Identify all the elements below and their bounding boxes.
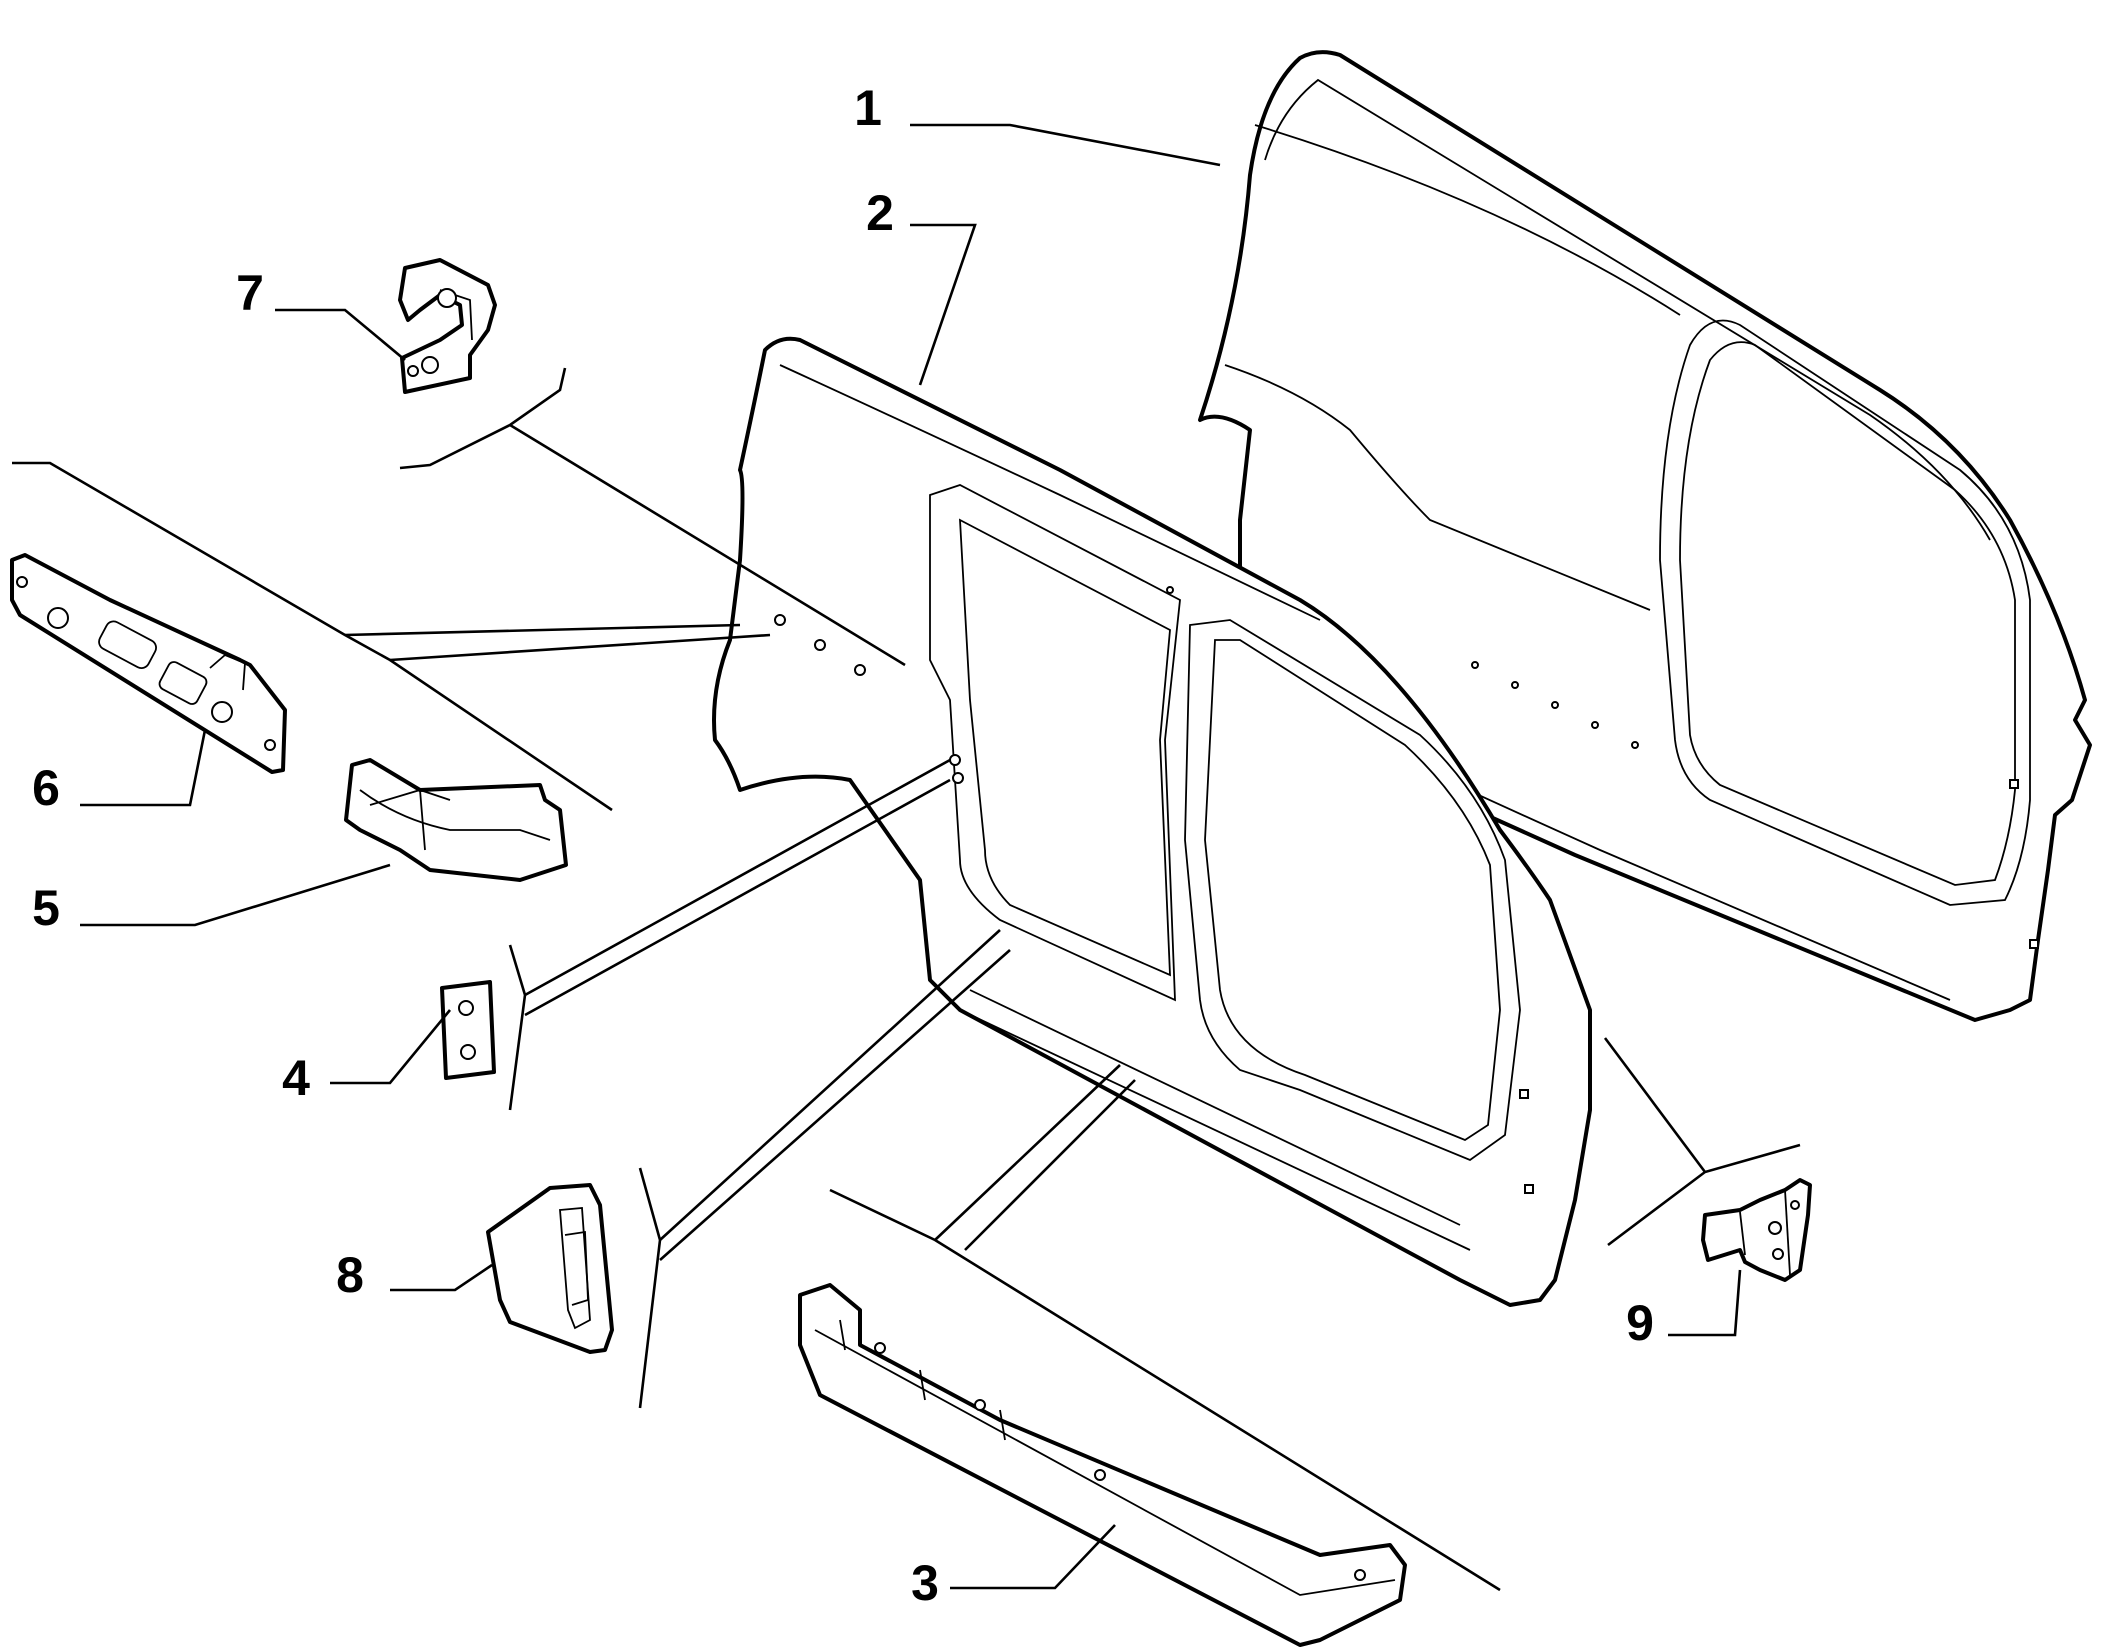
- leader-2: [910, 223, 977, 386]
- leader-5: [80, 863, 391, 927]
- leader-8: [390, 1263, 493, 1292]
- callout-8: 8: [336, 1247, 364, 1303]
- callout-9: 9: [1626, 1295, 1654, 1351]
- callout-6: 6: [32, 760, 60, 816]
- part-1-holes: [1471, 661, 2039, 949]
- part-8-wedge-trim: [486, 1183, 614, 1354]
- leader-8-to-panel-b: [659, 949, 1011, 1261]
- part-4-plate: [440, 980, 496, 1080]
- leader-4-to-panel-b: [524, 778, 951, 1017]
- callout-4: 4: [282, 1050, 310, 1106]
- part-2-inner-side-panel: [712, 336, 1592, 1307]
- leader-6-to-panel-b: [344, 623, 741, 637]
- callout-1: 1: [854, 80, 882, 136]
- part-6-reinforcement: [10, 553, 287, 774]
- part-3-holes: [874, 1342, 1366, 1581]
- callout-7: 7: [236, 265, 264, 321]
- callout-5: 5: [32, 880, 60, 936]
- leader-9-to-panel: [1603, 1037, 1707, 1173]
- leader-4-to-panel: [524, 758, 951, 997]
- callout-3: 3: [911, 1555, 939, 1611]
- leader-lines: [12, 123, 1801, 1592]
- leader-6-to-panel: [389, 633, 771, 662]
- leader-3-to-panel: [934, 1064, 1121, 1241]
- leader-3-to-panel-b: [964, 1079, 1136, 1251]
- leader-6: [80, 729, 207, 807]
- leader-4-bracket: [508, 944, 527, 1111]
- leader-8-bracket: [638, 1167, 662, 1409]
- leader-1: [910, 123, 1221, 167]
- leader-3: [950, 1524, 1116, 1590]
- part-9-small-bracket: [1701, 1178, 1812, 1282]
- leader-7-to-panel: [509, 423, 906, 667]
- callout-2: 2: [866, 185, 894, 241]
- leader-9: [1668, 1269, 1742, 1337]
- part-2-holes: [774, 586, 1534, 1194]
- part-7-hinge-bracket: [398, 258, 497, 394]
- leader-7: [275, 308, 406, 361]
- part-3-sill: [798, 1283, 1407, 1647]
- part-5-bracket: [344, 758, 568, 882]
- leader-4: [330, 1009, 452, 1085]
- callout-labels: 1 2 3 4 5 6 7 8 9: [32, 80, 1654, 1611]
- leader-8-to-panel: [659, 929, 1001, 1241]
